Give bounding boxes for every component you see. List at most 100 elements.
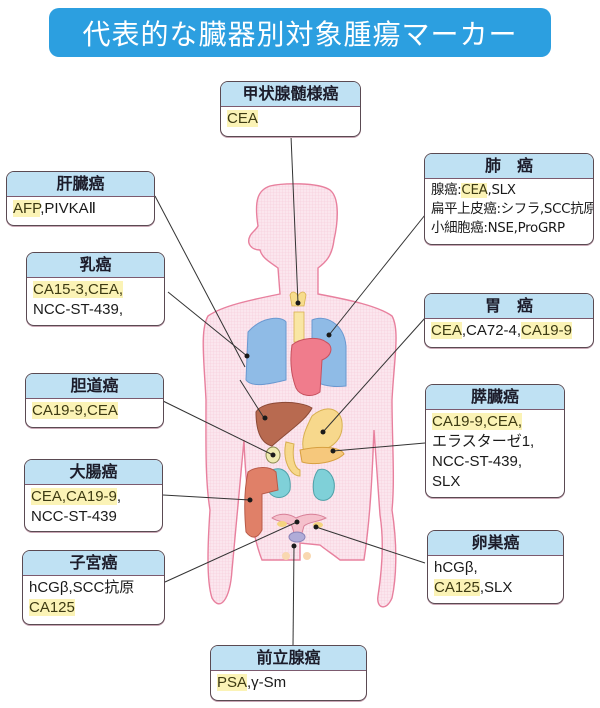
marker-highlighted: CEA,CA19-9 <box>31 488 117 505</box>
marker-text: , <box>116 488 122 505</box>
marker-highlighted: AFP <box>13 200 41 217</box>
box-header: 乳癌 <box>27 253 164 278</box>
left-ovary <box>277 521 287 527</box>
prostate <box>288 531 306 543</box>
box-prostate-cancer: 前立腺癌 PSA,γ-Sm <box>210 645 367 701</box>
leader-uterus <box>164 521 298 583</box>
marker-line: PSA,γ-Sm <box>217 673 360 693</box>
uterus <box>271 513 328 541</box>
trachea <box>293 311 305 343</box>
marker-list: CA19-9,CEA <box>26 399 163 424</box>
liver <box>255 401 313 447</box>
box-ovarian-cancer: 卵巣癌 hCGβ, CA125,SLX <box>427 530 564 604</box>
marker-highlighted: CEA <box>431 322 462 339</box>
marker-highlighted: CA125 <box>434 579 480 596</box>
box-colon-cancer: 大腸癌 CEA,CA19-9,NCC-ST-439 <box>24 459 163 532</box>
box-header: 子宮癌 <box>23 551 164 576</box>
marker-highlighted: PSA <box>217 674 248 691</box>
marker-text: NCC-ST-439 <box>31 508 117 525</box>
testis-right <box>303 552 311 560</box>
leader-ovary <box>315 526 426 564</box>
marker-text: ,SLX <box>479 579 513 596</box>
box-header: 甲状腺髄様癌 <box>221 82 360 107</box>
leader-colon <box>162 494 251 501</box>
marker-text: 腺癌: <box>431 183 462 198</box>
marker-line: SLX <box>432 472 558 492</box>
marker-list: AFP,PIVKAⅡ <box>7 197 154 222</box>
marker-highlighted: CEA <box>227 110 258 127</box>
marker-list: CEA,CA72-4,CA19-9 <box>425 319 593 344</box>
colon <box>244 467 279 538</box>
leader-thyroid <box>290 135 299 304</box>
marker-list: CEA,CA19-9,NCC-ST-439 <box>25 485 162 530</box>
marker-list: 腺癌:CEA,SLX 扁平上皮癌:シフラ,SCC抗原小細胞癌:NSE,ProGRP <box>425 179 593 241</box>
box-stomach-cancer: 胃 癌 CEA,CA72-4,CA19-9 <box>424 293 594 348</box>
leader-lines <box>154 135 426 647</box>
marker-line: 小細胞癌:NSE,ProGRP <box>431 219 587 238</box>
marker-line: AFP,PIVKAⅡ <box>13 199 148 219</box>
leader-pancreas <box>332 442 426 452</box>
marker-highlighted: CA19-9,CEA <box>32 402 118 419</box>
box-header: 肝臓癌 <box>7 172 154 197</box>
marker-line: 腺癌:CEA,SLX <box>431 181 587 200</box>
box-header: 卵巣癌 <box>428 531 563 556</box>
marker-line: CA125 <box>29 598 158 618</box>
box-biliary-cancer: 胆道癌 CA19-9,CEA <box>25 373 164 428</box>
box-header: 胃 癌 <box>425 294 593 319</box>
marker-line: CA19-9,CEA <box>32 401 157 421</box>
right-kidney <box>312 468 335 501</box>
marker-text: 小細胞癌:NSE,ProGRP <box>431 221 565 236</box>
marker-highlighted: CA19-9 <box>521 322 572 339</box>
marker-text: hCGβ, <box>434 559 478 576</box>
marker-list: CEA <box>221 107 360 132</box>
box-header: 胆道癌 <box>26 374 163 399</box>
marker-line: CEA,CA72-4,CA19-9 <box>431 321 587 341</box>
marker-highlighted: CA125 <box>29 599 75 616</box>
marker-list: PSA,γ-Sm <box>211 671 366 696</box>
marker-text: NCC-ST-439, <box>33 301 124 318</box>
marker-list: CA15-3,CEA, NCC-ST-439, <box>27 278 164 323</box>
marker-line: CA125,SLX <box>434 578 557 598</box>
leader-lung <box>328 214 426 336</box>
marker-highlighted: CA15-3,CEA, <box>33 281 124 298</box>
marker-line: エラスターゼ1, <box>432 432 558 452</box>
marker-line: 扁平上皮癌:シフラ,SCC抗原 <box>431 200 593 219</box>
box-liver-cancer: 肝臓癌 AFP,PIVKAⅡ <box>6 171 155 226</box>
leader-prostate <box>292 545 295 647</box>
marker-highlighted: CA19-9,CEA, <box>432 413 523 430</box>
marker-line: CA15-3,CEA, <box>33 280 158 300</box>
box-breast-cancer: 乳癌 CA15-3,CEA, NCC-ST-439, <box>26 252 165 326</box>
leader-biliary <box>162 400 274 456</box>
box-thyroid-cancer: 甲状腺髄様癌 CEA <box>220 81 361 137</box>
leader-dots <box>244 300 336 549</box>
box-header: 前立腺癌 <box>211 646 366 671</box>
left-lung <box>245 317 287 386</box>
marker-line: CEA <box>227 109 354 129</box>
marker-line: NCC-ST-439, <box>33 300 158 320</box>
leader-breast <box>167 291 248 357</box>
marker-line: NCC-ST-439 <box>31 507 156 527</box>
marker-text: 扁平上皮癌:シフラ,SCC抗原 <box>431 202 594 217</box>
leader-liver2 <box>239 379 265 419</box>
box-header: 大腸癌 <box>25 460 162 485</box>
marker-text: エラスターゼ1, <box>432 433 535 450</box>
marker-text: SLX <box>432 473 461 490</box>
leader-liver <box>154 195 246 368</box>
marker-line: CA19-9,CEA, <box>432 412 558 432</box>
marker-highlighted: CEA <box>461 183 488 198</box>
marker-text: ,CA72-4, <box>461 322 522 339</box>
marker-list: hCGβ, CA125,SLX <box>428 556 563 601</box>
leader-stomach <box>322 317 426 433</box>
box-pancreatic-cancer: 膵臓癌 CA19-9,CEA,エラスターゼ1,NCC-ST-439,SLX <box>425 384 565 498</box>
marker-list: CA19-9,CEA,エラスターゼ1,NCC-ST-439,SLX <box>426 410 564 495</box>
marker-list: hCGβ,SCC抗原 CA125 <box>23 576 164 621</box>
heart <box>290 337 332 396</box>
marker-line: hCGβ, <box>434 558 557 578</box>
marker-line: CEA,CA19-9, <box>31 487 156 507</box>
marker-text: hCGβ,SCC抗原 <box>29 579 135 596</box>
marker-line: hCGβ,SCC抗原 <box>29 578 158 598</box>
marker-text: ,γ-Sm <box>247 674 287 691</box>
page-title: 代表的な臓器別対象腫瘍マーカー <box>49 8 551 57</box>
